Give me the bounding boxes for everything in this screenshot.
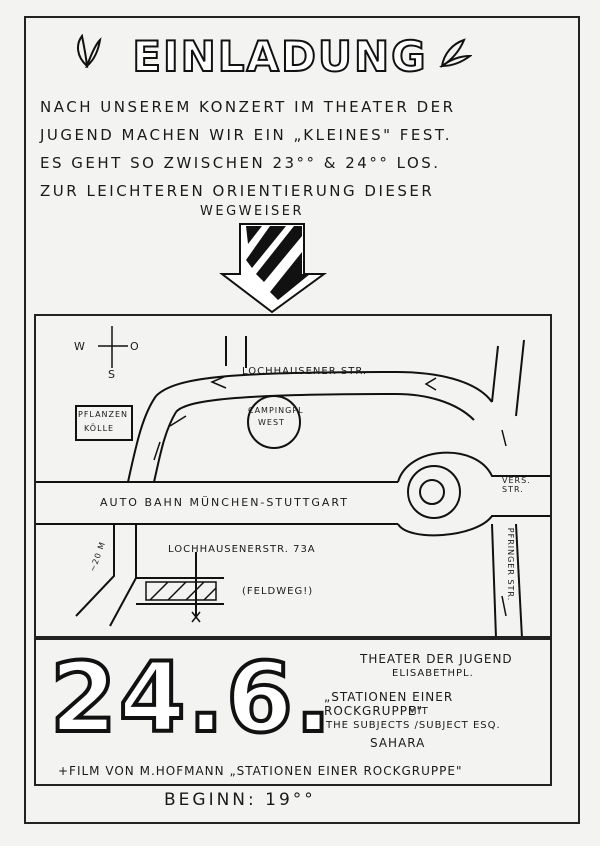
autobahn-label: AUTO BAHN MÜNCHEN-STUTTGART <box>100 496 349 509</box>
pflanzen-label: PFLANZEN <box>78 410 129 419</box>
address-label: LOCHHAUSENERSTR. 73a <box>168 544 316 555</box>
beginn-time: BEGINN: 19°° <box>164 790 316 810</box>
intro-line-3: ES GEHT SO ZWISCHEN 23°° & 24°° LOS. <box>40 154 441 172</box>
west-label: WEST <box>258 418 285 427</box>
event-date: 24.6. <box>48 640 334 756</box>
venue-label: THEATER DER JUGEND <box>360 652 513 666</box>
compass-o-label: O <box>130 340 140 353</box>
koelle-label: KÖLLE <box>84 424 115 433</box>
mit-label: MIT <box>408 706 429 717</box>
bands-label: THE SUBJECTS /SUBJECT ESQ. <box>326 720 501 731</box>
venue-place: ELISABETHPL. <box>392 668 474 679</box>
show-title: „STATIONEN EINER ROCKGRUPPE" <box>324 690 454 718</box>
sahara-label: SAHARA <box>370 736 426 750</box>
intro-line-1: NACH UNSEREM KONZERT IM THEATER DER <box>40 98 456 116</box>
film-credit: +FILM VON M.HOFMANN „STATIONEN EINER ROC… <box>58 764 463 778</box>
campingpl-label: CAMPINGPL <box>248 406 304 415</box>
leaf-icon-left <box>77 34 102 68</box>
compass-w-label: W <box>74 340 86 353</box>
feldweg-label: (FELDWEG!) <box>242 586 314 597</box>
invitation-sheet <box>24 16 580 824</box>
event-box: 24.6. THEATER DER JUGEND ELISABETHPL. „S… <box>34 636 552 786</box>
intro-line-4: ZUR LEICHTEREN ORIENTIERUNG DIESER <box>40 182 435 200</box>
pfringer-str-label: PFRINGER STR. <box>506 527 516 602</box>
compass-s-label: S <box>108 368 116 381</box>
intro-line-2: JUGEND MACHEN WIR EIN „KLEINES" FEST. <box>40 126 453 144</box>
vers-str-label: VERS. STR. <box>502 476 531 494</box>
directions-map: W O S LOCHHAUSENER STR. CAMPINGPL WEST P… <box>34 314 552 640</box>
page-title: EINLADUNG <box>131 31 428 82</box>
lochhausener-str-label: LOCHHAUSENER STR. <box>242 366 368 377</box>
leaf-icon-right <box>438 38 472 68</box>
intro-line-5: WEGWEISER <box>200 204 305 219</box>
down-arrow-icon <box>219 223 328 314</box>
